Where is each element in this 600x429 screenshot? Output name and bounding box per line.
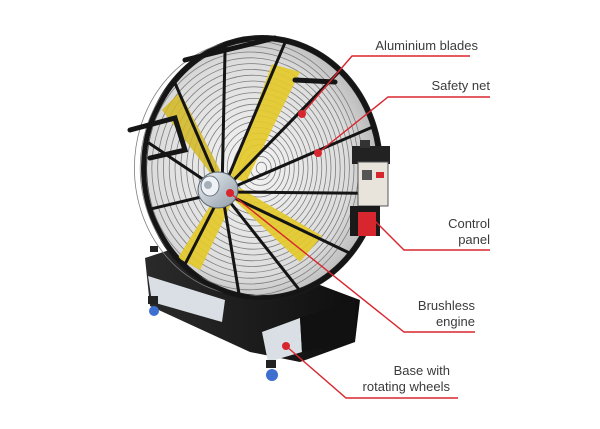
net-ring (180, 86, 327, 250)
wheel-icon (266, 360, 278, 381)
net-ring (157, 63, 346, 273)
grille-spoke (220, 191, 241, 294)
label-base-wheels: Base with rotating wheels (363, 363, 450, 395)
grille-spoke (220, 191, 301, 291)
callout-dots (226, 110, 376, 350)
grille-spoke (221, 190, 376, 195)
label-line: engine (435, 314, 475, 329)
grille-spoke (220, 71, 340, 194)
callout-dot-aluminium-blades (298, 110, 306, 118)
callout-dot-safety-net (314, 149, 322, 157)
net-ring (191, 98, 318, 238)
label-line: Aluminium blades (375, 38, 478, 53)
net-ring (197, 103, 313, 233)
callout-line-safety-net (317, 96, 490, 154)
grille-spokes (147, 41, 376, 294)
callout-lines (229, 55, 490, 399)
label-line: Base with (393, 363, 450, 378)
callout-dot-brushless-engine (226, 189, 234, 197)
callout-dot-control-panel (368, 214, 376, 222)
grille-spoke (220, 46, 227, 193)
callout-dot-base-wheels (282, 342, 290, 350)
callout-line-aluminium-blades (301, 55, 470, 115)
label-line: rotating wheels (362, 379, 450, 394)
wheel-icon (150, 246, 158, 252)
wheel-icon (148, 296, 159, 316)
callout-line-control-panel (371, 217, 490, 251)
net-ring (174, 80, 332, 256)
handles (127, 35, 338, 161)
label-line: panel (458, 232, 490, 247)
label-line: Control (448, 216, 490, 231)
callout-line-base-wheels (285, 345, 458, 399)
label-line: Brushless (417, 298, 475, 313)
brushless-engine (197, 171, 239, 209)
wheels (148, 246, 278, 381)
net-ring (168, 74, 336, 262)
label-aluminium-blades: Aluminium blades (375, 38, 478, 54)
label-control-panel: Control panel (448, 216, 490, 248)
grille-spoke (221, 125, 373, 194)
net-ring (162, 69, 341, 267)
label-line: Safety net (431, 78, 490, 93)
label-brushless-engine: Brushless engine (418, 298, 475, 330)
grille-spoke (220, 41, 287, 193)
callout-line-brushless-engine (229, 192, 475, 333)
grille-spoke (221, 190, 350, 255)
net-ring (151, 57, 350, 279)
control-panel (350, 140, 390, 236)
label-safety-net: Safety net (431, 78, 490, 94)
